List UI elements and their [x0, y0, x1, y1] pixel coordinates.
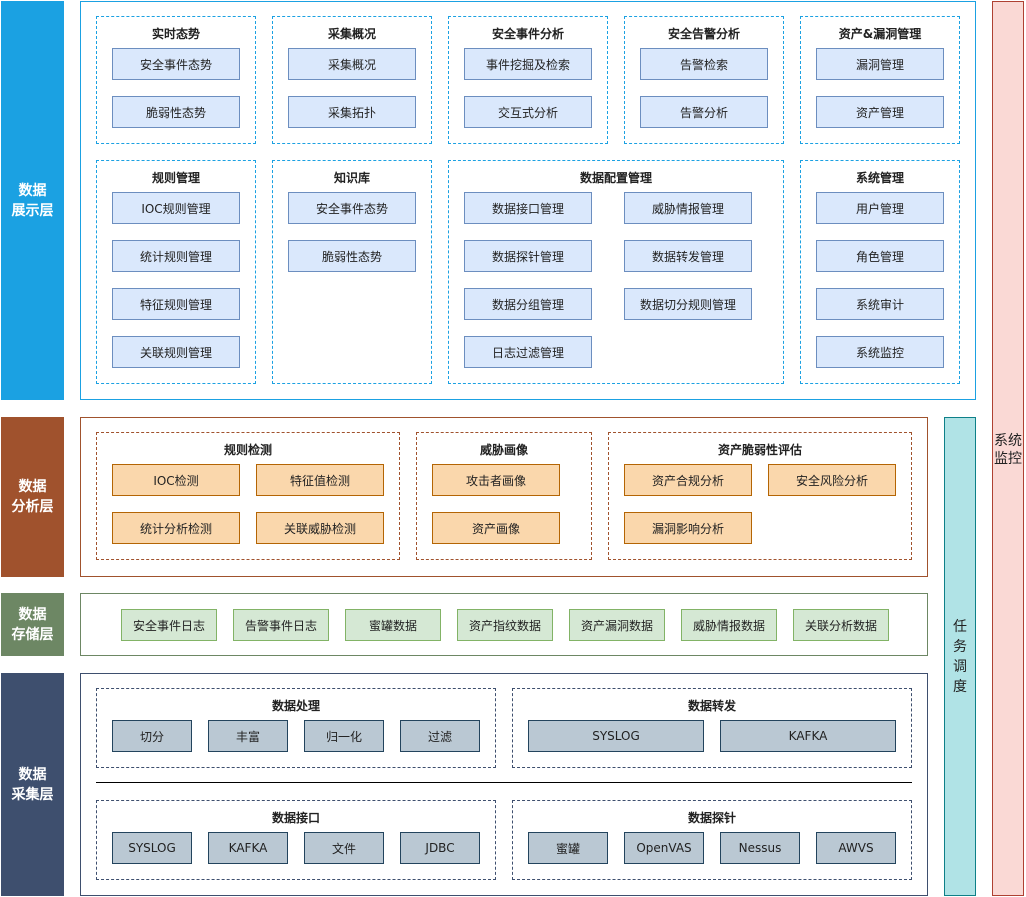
collection-item-3-3[interactable]: AWVS — [816, 832, 896, 864]
analysis-item-0-2[interactable]: 统计分析检测 — [112, 512, 240, 544]
collection-item-2-2[interactable]: 文件 — [304, 832, 384, 864]
collection-group-1-title: 数据转发 — [687, 699, 736, 713]
display-item-7-1[interactable]: 威胁情报管理 — [624, 192, 752, 224]
storage-item-1[interactable]: 告警事件日志 — [233, 609, 329, 641]
display-item-8-0[interactable]: 用户管理 — [816, 192, 944, 224]
display-item-6-1[interactable]: 脆弱性态势 — [288, 240, 416, 272]
storage-item-3[interactable]: 资产指纹数据 — [457, 609, 553, 641]
display-group-1-title: 采集概况 — [327, 27, 376, 41]
collection-item-0-2[interactable]: 归一化 — [304, 720, 384, 752]
display-item-7-3[interactable]: 数据转发管理 — [624, 240, 752, 272]
display-item-3-0[interactable]: 告警检索 — [640, 48, 768, 80]
layer-label-storage-text: 数据 存储层 — [11, 606, 54, 643]
display-group-8-title: 系统管理 — [855, 171, 904, 185]
storage-item-2[interactable]: 蜜罐数据 — [345, 609, 441, 641]
display-item-1-1[interactable]: 采集拓扑 — [288, 96, 416, 128]
collection-item-2-1[interactable]: KAFKA — [208, 832, 288, 864]
display-item-4-0[interactable]: 漏洞管理 — [816, 48, 944, 80]
collection-item-3-1[interactable]: OpenVAS — [624, 832, 704, 864]
collection-item-3-2[interactable]: Nessus — [720, 832, 800, 864]
layer-label-analysis-text: 数据 分析层 — [11, 479, 54, 515]
layer-label-analysis: 数据 分析层 — [1, 417, 64, 577]
collection-item-1-0[interactable]: SYSLOG — [528, 720, 704, 752]
analysis-item-0-1[interactable]: 特征值检测 — [256, 464, 384, 496]
display-item-3-1[interactable]: 告警分析 — [640, 96, 768, 128]
display-item-5-3[interactable]: 关联规则管理 — [112, 336, 240, 368]
collection-item-2-0[interactable]: SYSLOG — [112, 832, 192, 864]
layer-label-display-text: 数据 展示层 — [11, 182, 54, 219]
collection-item-3-0[interactable]: 蜜罐 — [528, 832, 608, 864]
collection-group-2-title: 数据接口 — [271, 811, 320, 825]
display-item-5-0[interactable]: IOC规则管理 — [112, 192, 240, 224]
display-item-7-5[interactable]: 数据切分规则管理 — [624, 288, 752, 320]
system-monitor-text: 系统 监控 — [994, 433, 1022, 467]
display-item-5-1[interactable]: 统计规则管理 — [112, 240, 240, 272]
display-item-7-2[interactable]: 数据探针管理 — [464, 240, 592, 272]
display-group-5-title: 规则管理 — [151, 171, 200, 185]
analysis-group-0-title: 规则检测 — [223, 443, 272, 457]
display-item-4-1[interactable]: 资产管理 — [816, 96, 944, 128]
collection-item-0-3[interactable]: 过滤 — [400, 720, 480, 752]
collection-group-3-title: 数据探针 — [687, 811, 736, 825]
display-group-3-title: 安全告警分析 — [667, 27, 740, 41]
layer-label-storage: 数据 存储层 — [1, 593, 64, 656]
storage-item-0[interactable]: 安全事件日志 — [121, 609, 217, 641]
display-item-0-1[interactable]: 脆弱性态势 — [112, 96, 240, 128]
display-item-7-4[interactable]: 数据分组管理 — [464, 288, 592, 320]
display-group-7-title: 数据配置管理 — [579, 171, 652, 185]
display-group-0-title: 实时态势 — [151, 27, 200, 41]
display-item-2-0[interactable]: 事件挖掘及检索 — [464, 48, 592, 80]
collection-item-0-1[interactable]: 丰富 — [208, 720, 288, 752]
layer-label-collection-text: 数据 采集层 — [11, 766, 54, 803]
display-item-8-1[interactable]: 角色管理 — [816, 240, 944, 272]
collection-item-0-0[interactable]: 切分 — [112, 720, 192, 752]
task-scheduler-column: 任 务 调 度 — [944, 417, 976, 896]
analysis-group-1-title: 威胁画像 — [479, 443, 528, 457]
display-item-8-2[interactable]: 系统审计 — [816, 288, 944, 320]
display-item-6-0[interactable]: 安全事件态势 — [288, 192, 416, 224]
display-item-1-0[interactable]: 采集概况 — [288, 48, 416, 80]
display-item-2-1[interactable]: 交互式分析 — [464, 96, 592, 128]
display-item-8-3[interactable]: 系统监控 — [816, 336, 944, 368]
analysis-item-2-2[interactable]: 漏洞影响分析 — [624, 512, 752, 544]
analysis-group-2-title: 资产脆弱性评估 — [717, 443, 802, 457]
system-monitor-column: 系统 监控 — [992, 1, 1024, 896]
display-item-5-2[interactable]: 特征规则管理 — [112, 288, 240, 320]
analysis-item-2-1[interactable]: 安全风险分析 — [768, 464, 896, 496]
display-item-0-0[interactable]: 安全事件态势 — [112, 48, 240, 80]
storage-item-6[interactable]: 关联分析数据 — [793, 609, 889, 641]
collection-item-2-3[interactable]: JDBC — [400, 832, 480, 864]
analysis-item-0-3[interactable]: 关联威胁检测 — [256, 512, 384, 544]
storage-item-4[interactable]: 资产漏洞数据 — [569, 609, 665, 641]
layer-label-collection: 数据 采集层 — [1, 673, 64, 896]
analysis-item-1-1[interactable]: 资产画像 — [432, 512, 560, 544]
collection-group-0-title: 数据处理 — [271, 699, 320, 713]
display-group-2-title: 安全事件分析 — [491, 27, 564, 41]
display-group-4-title: 资产&漏洞管理 — [838, 27, 922, 41]
display-group-6-title: 知识库 — [333, 171, 370, 185]
analysis-item-2-0[interactable]: 资产合规分析 — [624, 464, 752, 496]
display-item-7-0[interactable]: 数据接口管理 — [464, 192, 592, 224]
collection-divider — [96, 782, 912, 783]
task-scheduler-text: 任 务 调 度 — [953, 618, 967, 695]
layer-label-display: 数据 展示层 — [1, 1, 64, 400]
storage-item-5[interactable]: 威胁情报数据 — [681, 609, 777, 641]
analysis-item-0-0[interactable]: IOC检测 — [112, 464, 240, 496]
display-item-7-6[interactable]: 日志过滤管理 — [464, 336, 592, 368]
collection-item-1-1[interactable]: KAFKA — [720, 720, 896, 752]
analysis-item-1-0[interactable]: 攻击者画像 — [432, 464, 560, 496]
